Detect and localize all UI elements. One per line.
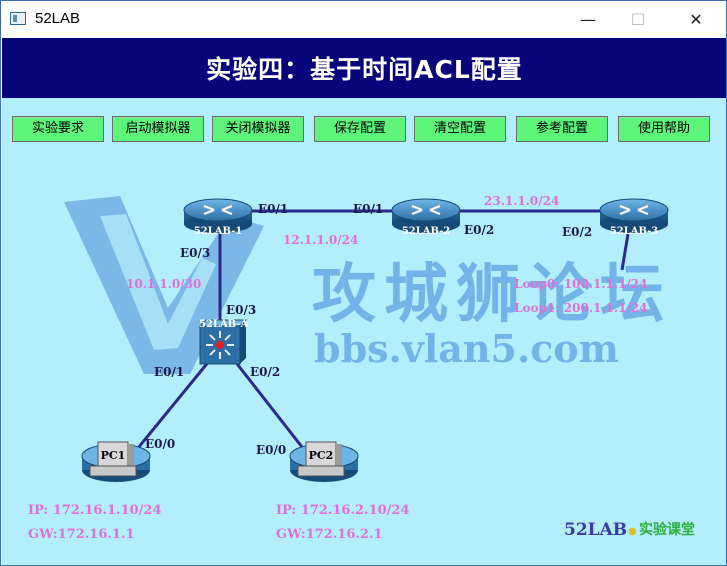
minimize-button[interactable]: — <box>580 9 596 29</box>
maximize-button[interactable]: ☐ <box>630 9 646 29</box>
router-arrows-icon <box>619 204 649 216</box>
network-label: 23.1.1.0/24 <box>484 194 559 208</box>
port-label: E0/0 <box>256 443 286 457</box>
pc1[interactable]: PC1 <box>81 441 151 482</box>
brand-dot: ● <box>628 526 637 537</box>
loopback-label: Loop0: 100.1.1.1/24 <box>514 277 648 291</box>
watermark-url: bbs.vlan5.com <box>314 326 619 371</box>
link-r3-loop <box>620 233 630 271</box>
brand-logo: 52LAB ● 实验课堂 <box>564 520 695 540</box>
pc-label: PC1 <box>101 449 126 462</box>
lab-requirements-button[interactable]: 实验要求 <box>12 116 104 142</box>
pc2-gateway: GW:172.16.2.1 <box>276 527 383 542</box>
router-label: 52LAB-3 <box>610 226 658 237</box>
loopback-label: Loop1: 200.1.1.1/24 <box>514 301 648 315</box>
network-label: 10.1.1.0/30 <box>126 277 201 291</box>
port-label: E0/1 <box>353 202 383 216</box>
router-arrows-icon <box>411 204 441 216</box>
router-52lab-1[interactable]: 52LAB-1 <box>183 198 253 237</box>
window-title: 52LAB <box>35 10 81 27</box>
port-label: E0/2 <box>464 223 494 237</box>
clear-config-button[interactable]: 清空配置 <box>414 116 506 142</box>
port-label: E0/1 <box>258 202 288 216</box>
router-label: 52LAB-1 <box>194 226 242 237</box>
pc2[interactable]: PC2 <box>289 441 359 482</box>
router-label: 52LAB-2 <box>402 226 450 237</box>
brand-subtitle: 实验课堂 <box>639 521 695 538</box>
switch-52lab-a[interactable]: 52LAB-A <box>198 319 248 365</box>
watermark-text: 攻城狮论坛 <box>312 257 672 332</box>
topology-diagram: 攻城狮论坛 bbs.vlan5.com 52LAB-1 <box>28 194 695 542</box>
pc1-gateway: GW:172.16.1.1 <box>28 527 135 542</box>
topology-canvas: 实验要求 启动模拟器 关闭模拟器 保存配置 清空配置 参考配置 使用帮助 <box>2 98 726 565</box>
pc1-ip: IP: 172.16.1.10/24 <box>28 503 162 518</box>
network-label: 12.1.1.0/24 <box>283 233 358 247</box>
start-emulator-button[interactable]: 启动模拟器 <box>112 116 204 142</box>
port-label: E0/3 <box>180 246 210 260</box>
stop-emulator-button[interactable]: 关闭模拟器 <box>212 116 304 142</box>
reference-config-button[interactable]: 参考配置 <box>516 116 608 142</box>
port-label: E0/0 <box>145 437 175 451</box>
port-label: E0/1 <box>154 365 184 379</box>
pc-label: PC2 <box>309 449 334 462</box>
router-52lab-3[interactable]: 52LAB-3 <box>599 198 669 237</box>
switch-label: 52LAB-A <box>199 319 248 330</box>
brand-name: 52LAB <box>564 520 627 540</box>
pc2-ip: IP: 172.16.2.10/24 <box>276 503 410 518</box>
port-label: E0/2 <box>250 365 280 379</box>
title-bar[interactable]: 52LAB — ☐ ✕ <box>1 1 726 37</box>
close-button[interactable]: ✕ <box>689 9 703 29</box>
lab-title: 实验四：基于时间ACL配置 <box>206 55 523 84</box>
app-icon <box>10 12 26 25</box>
watermark: 攻城狮论坛 bbs.vlan5.com <box>64 196 672 374</box>
router-52lab-2[interactable]: 52LAB-2 <box>391 198 461 237</box>
router-arrows-icon <box>203 204 233 216</box>
save-config-button[interactable]: 保存配置 <box>314 116 406 142</box>
port-label: E0/3 <box>226 303 256 317</box>
port-label: E0/2 <box>562 225 592 239</box>
lab-banner: 实验四：基于时间ACL配置 <box>2 38 726 98</box>
switch-core-icon <box>216 341 224 349</box>
help-button[interactable]: 使用帮助 <box>618 116 710 142</box>
